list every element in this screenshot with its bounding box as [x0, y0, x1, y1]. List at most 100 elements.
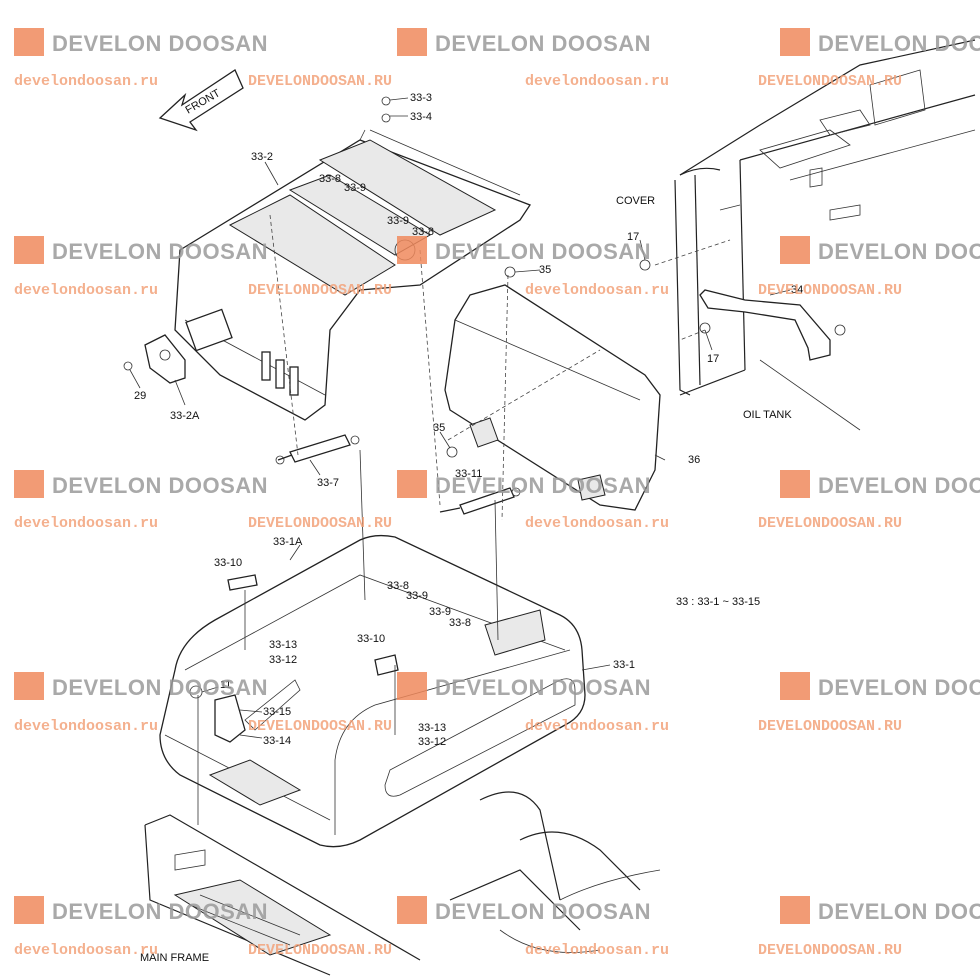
brand-logo-icon	[780, 672, 810, 700]
brand-logo-icon	[397, 470, 427, 498]
svg-text:DEVELON DOOSAN: DEVELON DOOSAN	[52, 473, 268, 498]
svg-text:DEVELON DOOSAN: DEVELON DOOSAN	[52, 239, 268, 264]
svg-text:DEVELON DOOSAN: DEVELON DOOSAN	[52, 899, 268, 924]
svg-text:DEVELON DOOSAN: DEVELON DOOSAN	[818, 31, 980, 56]
brand-logo-icon	[780, 896, 810, 924]
callout-17-lower: 17	[707, 353, 719, 365]
callout-33-12-right: 33-12	[418, 736, 446, 748]
svg-text:DEVELON DOOSAN: DEVELON DOOSAN	[435, 473, 651, 498]
guide-lines	[197, 214, 731, 825]
callout-11: 11	[220, 679, 231, 691]
brand-logo-icon	[14, 896, 44, 924]
watermark-url: DEVELONDOOSAN.RU	[248, 73, 392, 90]
watermark-url: DEVELONDOOSAN.RU	[248, 282, 392, 299]
watermark-brand: DEVELON DOOSAN	[14, 672, 268, 700]
watermark-brand: DEVELON DOOSAN	[780, 28, 980, 56]
callout-33-2: 33-2	[251, 151, 273, 163]
watermark-url: DEVELONDOOSAN.RU	[248, 515, 392, 532]
callout-33-15: 33-15	[263, 706, 291, 718]
oil-tank-note: OIL TANK	[743, 409, 792, 421]
brand-logo-icon	[14, 236, 44, 264]
callout-33-12-left: 33-12	[269, 654, 297, 666]
svg-text:DEVELON DOOSAN: DEVELON DOOSAN	[435, 899, 651, 924]
svg-text:DEVELON DOOSAN: DEVELON DOOSAN	[52, 675, 268, 700]
latch-33-14-drawing	[189, 685, 246, 743]
gas-spring-33-7-drawing	[275, 434, 360, 465]
watermark-url: DEVELONDOOSAN.RU	[248, 942, 392, 959]
watermark-brand: DEVELON DOOSAN	[14, 28, 268, 56]
main-frame-drawing	[144, 791, 661, 976]
watermark-url: develondoosan.ru	[14, 718, 158, 735]
cover-frame-drawing	[674, 39, 976, 431]
svg-text:DEVELON DOOSAN: DEVELON DOOSAN	[818, 239, 980, 264]
watermarks: DEVELON DOOSAN DEVELON DOOSAN DEVELON DO…	[14, 28, 980, 959]
cover-note: COVER	[616, 195, 655, 207]
svg-text:DEVELON DOOSAN: DEVELON DOOSAN	[52, 31, 268, 56]
callout-33-9-mid-b: 33-9	[429, 606, 451, 618]
watermark-brand: DEVELON DOOSAN	[780, 896, 980, 924]
watermark-brand: DEVELON DOOSAN	[397, 672, 651, 700]
callout-17-upper: 17	[627, 231, 639, 243]
watermark-url: develondoosan.ru	[14, 942, 158, 959]
callout-33-8-mid-b: 33-8	[449, 617, 471, 629]
svg-text:DEVELON DOOSAN: DEVELON DOOSAN	[435, 239, 651, 264]
callout-29: 29	[134, 390, 146, 402]
callout-33-2a: 33-2A	[170, 410, 200, 422]
callout-33-8-mid-a: 33-8	[387, 580, 409, 592]
watermark-url: develondoosan.ru	[525, 73, 669, 90]
watermark-url: develondoosan.ru	[525, 515, 669, 532]
brand-logo-icon	[397, 672, 427, 700]
brand-logo-icon	[780, 236, 810, 264]
watermark-url: develondoosan.ru	[14, 282, 158, 299]
watermark-brand: DEVELON DOOSAN	[14, 236, 268, 264]
svg-text:DEVELON DOOSAN: DEVELON DOOSAN	[435, 675, 651, 700]
watermark-url: develondoosan.ru	[525, 718, 669, 735]
callout-33-13-left: 33-13	[269, 639, 297, 651]
callout-33-4: 33-4	[410, 111, 432, 123]
callout-33-13-right: 33-13	[418, 722, 446, 734]
watermark-brand: DEVELON DOOSAN	[780, 672, 980, 700]
watermark-brand: DEVELON DOOSAN	[780, 470, 980, 498]
brand-logo-icon	[397, 28, 427, 56]
latch-33-2a-drawing	[123, 334, 186, 384]
watermark-url: develondoosan.ru	[525, 942, 669, 959]
watermark-url: DEVELONDOOSAN.RU	[758, 73, 902, 90]
svg-text:DEVELON DOOSAN: DEVELON DOOSAN	[818, 675, 980, 700]
main-frame-note: MAIN FRAME	[140, 952, 209, 964]
watermark-brand: DEVELON DOOSAN	[397, 236, 651, 264]
callout-34: 34	[791, 284, 803, 296]
watermark-url: DEVELONDOOSAN.RU	[758, 718, 902, 735]
brand-logo-icon	[14, 672, 44, 700]
callout-33-8-top-a: 33-8	[319, 173, 341, 185]
callout-33-1: 33-1	[613, 659, 635, 671]
callout-33-1a: 33-1A	[273, 536, 303, 548]
svg-text:DEVELON DOOSAN: DEVELON DOOSAN	[818, 899, 980, 924]
callout-33-14: 33-14	[263, 735, 291, 747]
callout-33-10-left: 33-10	[214, 557, 242, 569]
side-cover-36-drawing	[444, 284, 661, 511]
callout-33-9-top-b: 33-9	[387, 215, 409, 227]
callout-33-8-top-b: 33-8	[412, 226, 434, 238]
callout-33-7: 33-7	[317, 477, 339, 489]
group-note: 33 : 33-1 ~ 33-15	[676, 596, 760, 608]
callout-33-11: 33-11	[455, 468, 482, 480]
callout-35-side: 35	[433, 422, 445, 434]
watermark-url: DEVELONDOOSAN.RU	[758, 282, 902, 299]
callout-leaders	[129, 96, 791, 739]
callout-36: 36	[688, 454, 700, 466]
watermark-url: DEVELONDOOSAN.RU	[758, 942, 902, 959]
watermark-brand: DEVELON DOOSAN	[780, 236, 980, 264]
brand-logo-icon	[780, 470, 810, 498]
callout-33-10-mid: 33-10	[357, 633, 385, 645]
callout-33-9-top-a: 33-9	[344, 182, 366, 194]
gas-spring-33-11-drawing	[439, 487, 521, 515]
brand-logo-icon	[397, 236, 427, 264]
brand-logo-icon	[14, 28, 44, 56]
front-arrow: FRONT	[158, 69, 244, 132]
watermark-url: DEVELONDOOSAN.RU	[758, 515, 902, 532]
svg-text:DEVELON DOOSAN: DEVELON DOOSAN	[818, 473, 980, 498]
watermark-brand: DEVELON DOOSAN	[397, 470, 651, 498]
top-cover-drawing	[174, 129, 531, 421]
watermark-brand: DEVELON DOOSAN	[397, 896, 651, 924]
